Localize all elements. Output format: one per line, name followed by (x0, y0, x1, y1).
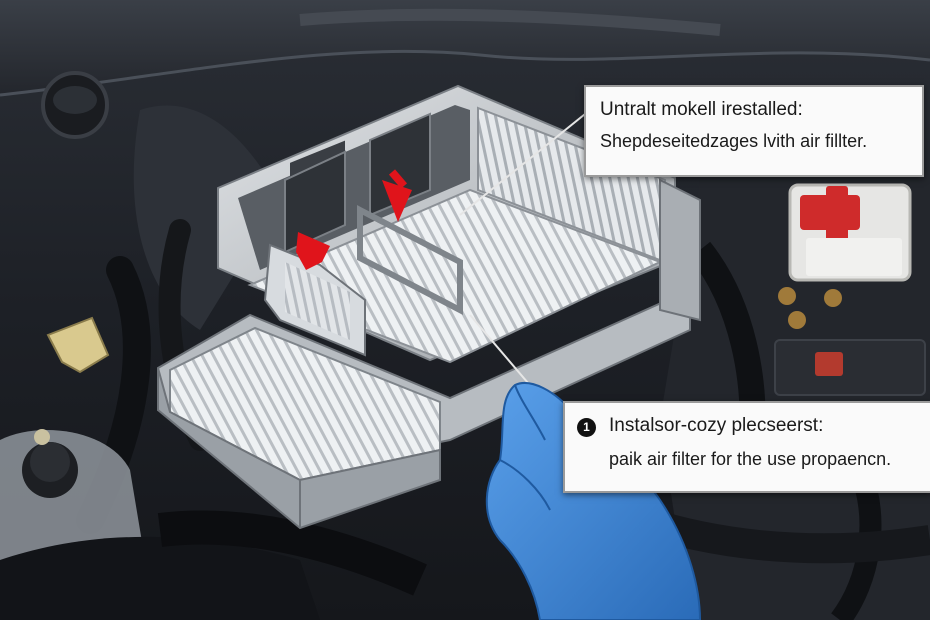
leader-line-top (459, 109, 591, 216)
cabin-filter-housing (157, 84, 701, 530)
callout-top-subtitle: Shepdeseitedzages lvith air fillter. (600, 131, 868, 151)
callout-bottom-subtitle: paik air filter for the use propaencn. (609, 449, 892, 469)
callout-bottom: 1 Instalsor-cozy plecseerst: paik air fi… (563, 401, 930, 493)
callout-top-title: Untralt mokell irestalled: (600, 99, 803, 120)
step-number-badge: 1 (577, 418, 596, 437)
red-arrow-left (296, 232, 330, 270)
callout-top: Untralt mokell irestalled: Shepdeseitedz… (584, 85, 924, 177)
red-arrow-right (382, 180, 412, 222)
callout-bottom-title: Instalsor-cozy plecseerst: (609, 415, 824, 436)
yellow-clip (46, 316, 110, 374)
